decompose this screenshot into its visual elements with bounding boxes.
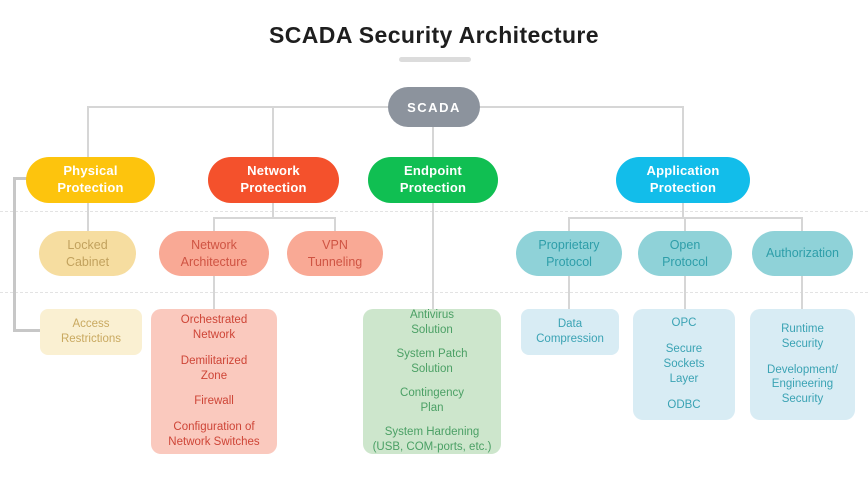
dashed-separator xyxy=(0,292,868,293)
list-item: Contingency Plan xyxy=(400,387,464,414)
node-physical-protection: Physical Protection xyxy=(26,157,155,203)
page-title: SCADA Security Architecture xyxy=(269,22,599,48)
node-open-protocol: Open Protocol xyxy=(638,231,732,276)
list-item: Firewall xyxy=(194,395,234,408)
connector-line xyxy=(87,106,89,157)
connector-line xyxy=(88,106,390,108)
connector-line xyxy=(684,217,686,232)
list-item: Antivirus Solution xyxy=(409,309,455,337)
connector-line xyxy=(801,276,803,310)
list-item: Development/ Engineering Security xyxy=(767,363,838,406)
connector-line xyxy=(684,276,686,310)
connector-line xyxy=(334,217,336,232)
connector-line xyxy=(432,126,434,157)
node-network-measures: Orchestrated Network Demilitarized Zone … xyxy=(151,309,277,454)
node-endpoint-measures: Antivirus Solution System Patch Solution… xyxy=(363,309,501,454)
list-item: OPC xyxy=(671,317,697,330)
list-item: Access Restrictions xyxy=(60,318,122,345)
connector-line xyxy=(213,217,336,219)
connector-line xyxy=(213,276,215,310)
list-item: Runtime Security xyxy=(781,322,824,350)
list-item: ODBC xyxy=(667,398,701,411)
connector-line xyxy=(479,106,684,108)
title-underline xyxy=(399,57,471,62)
node-vpn-tunneling: VPN Tunneling xyxy=(287,231,383,276)
list-item: Data Compression xyxy=(536,318,604,345)
connector-line xyxy=(13,177,16,331)
connector-line xyxy=(13,329,41,332)
list-item: System Hardening (USB, COM-ports, etc.) xyxy=(372,425,492,453)
connector-line xyxy=(272,202,274,218)
connector-line xyxy=(432,202,434,310)
connector-line xyxy=(801,217,803,232)
connector-line xyxy=(568,217,570,232)
list-item: Orchestrated Network xyxy=(180,313,248,341)
connector-line xyxy=(568,276,570,310)
list-item: Configuration of Network Switches xyxy=(168,421,260,449)
node-data-compression: Data Compression xyxy=(521,309,619,355)
connector-line xyxy=(682,106,684,157)
list-item: System Patch Solution xyxy=(396,348,468,376)
node-access-restrictions: Access Restrictions xyxy=(40,309,142,355)
dashed-separator xyxy=(0,211,868,212)
list-item: Demilitarized Zone xyxy=(180,354,248,382)
node-scada: SCADA xyxy=(388,87,480,127)
connector-line xyxy=(13,177,27,180)
node-locked-cabinet: Locked Cabinet xyxy=(39,231,136,276)
list-item: Secure Sockets Layer xyxy=(663,343,705,385)
node-proprietary-protocol: Proprietary Protocol xyxy=(516,231,622,276)
node-network-architecture: Network Architecture xyxy=(159,231,269,276)
node-application-protection: Application Protection xyxy=(616,157,750,203)
connector-line xyxy=(272,106,274,157)
node-authorization-measures: Runtime Security Development/ Engineerin… xyxy=(750,309,855,420)
connector-line xyxy=(87,202,89,232)
node-endpoint-protection: Endpoint Protection xyxy=(368,157,498,203)
connector-line xyxy=(682,202,684,218)
node-authorization: Authorization xyxy=(752,231,853,276)
node-open-protocol-measures: OPC Secure Sockets Layer ODBC xyxy=(633,309,735,420)
node-network-protection: Network Protection xyxy=(208,157,339,203)
connector-line xyxy=(213,217,215,232)
